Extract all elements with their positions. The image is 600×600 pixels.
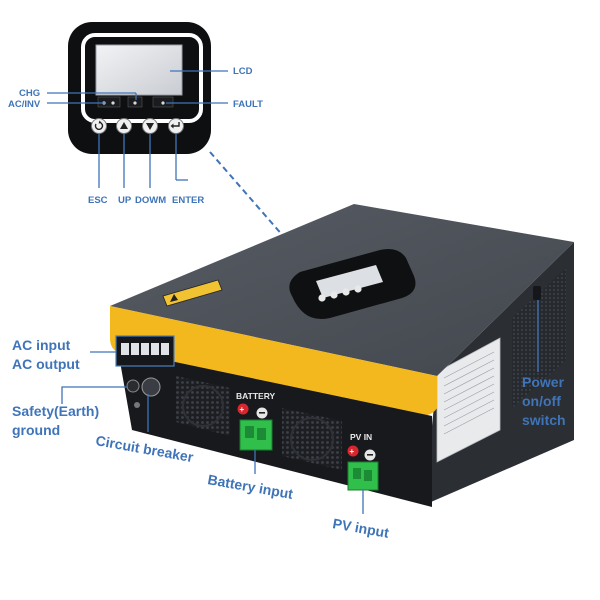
enter-arrow-icon — [172, 122, 180, 127]
battery-plus-icon — [237, 403, 249, 415]
triangle-up-icon — [120, 122, 128, 129]
label-lcd: LCD — [233, 66, 253, 77]
label-fault: FAULT — [233, 99, 263, 110]
label-power-line1: Power — [522, 374, 565, 390]
label-ac-output: AC output — [12, 356, 80, 372]
label-enter: ENTER — [172, 195, 204, 206]
ac-terminal-block — [115, 335, 175, 367]
warning-sticker — [162, 279, 223, 307]
side-label-sticker — [436, 337, 501, 463]
label-ac-inv: AC/INV — [8, 99, 41, 110]
top-display-unit — [289, 249, 416, 320]
esc-button[interactable] — [91, 118, 107, 134]
ground-symbol — [134, 402, 140, 408]
pv-terminal — [347, 461, 379, 491]
inverter-body: BATTERY + PV IN + — [110, 204, 574, 507]
label-power-line2: on/off — [522, 393, 561, 409]
side-vent — [512, 268, 566, 408]
label-down: DOWM — [135, 195, 166, 206]
svg-text:+: + — [350, 447, 355, 456]
earth-screw — [126, 379, 140, 393]
pv-in-text: PV IN — [350, 432, 372, 442]
yellow-band — [110, 306, 437, 416]
enter-button[interactable] — [168, 118, 184, 134]
device-leaders — [61, 300, 539, 514]
up-button[interactable] — [116, 118, 132, 134]
pv-plus-icon — [347, 445, 359, 457]
label-safety-line2: ground — [12, 422, 60, 438]
lcd-screen — [95, 44, 183, 96]
label-power-line3: switch — [522, 412, 566, 428]
svg-text:+: + — [240, 405, 245, 414]
down-button[interactable] — [142, 118, 158, 134]
panel-outline — [81, 33, 203, 123]
label-esc: ESC — [88, 195, 108, 206]
top-lcd — [316, 265, 383, 298]
sticker-lines — [443, 351, 495, 435]
label-ac-input: AC input — [12, 337, 71, 353]
label-battery-input: Battery input — [206, 471, 294, 502]
refresh-arrow-icon — [94, 121, 104, 131]
label-safety-line1: Safety(Earth) — [12, 403, 99, 419]
label-chg: CHG — [19, 88, 40, 99]
label-up: UP — [118, 195, 132, 206]
label-pv-input: PV input — [331, 515, 390, 541]
battery-terminal — [239, 419, 273, 451]
control-panel-zoom — [68, 22, 211, 154]
circuit-breaker-knob — [141, 377, 161, 397]
power-switch[interactable] — [533, 286, 541, 300]
led-acinv — [97, 96, 121, 108]
triangle-down-icon — [146, 123, 154, 130]
zoom-dashed-line — [209, 151, 319, 277]
battery-text: BATTERY — [236, 391, 276, 401]
panel-leaders — [47, 70, 228, 188]
